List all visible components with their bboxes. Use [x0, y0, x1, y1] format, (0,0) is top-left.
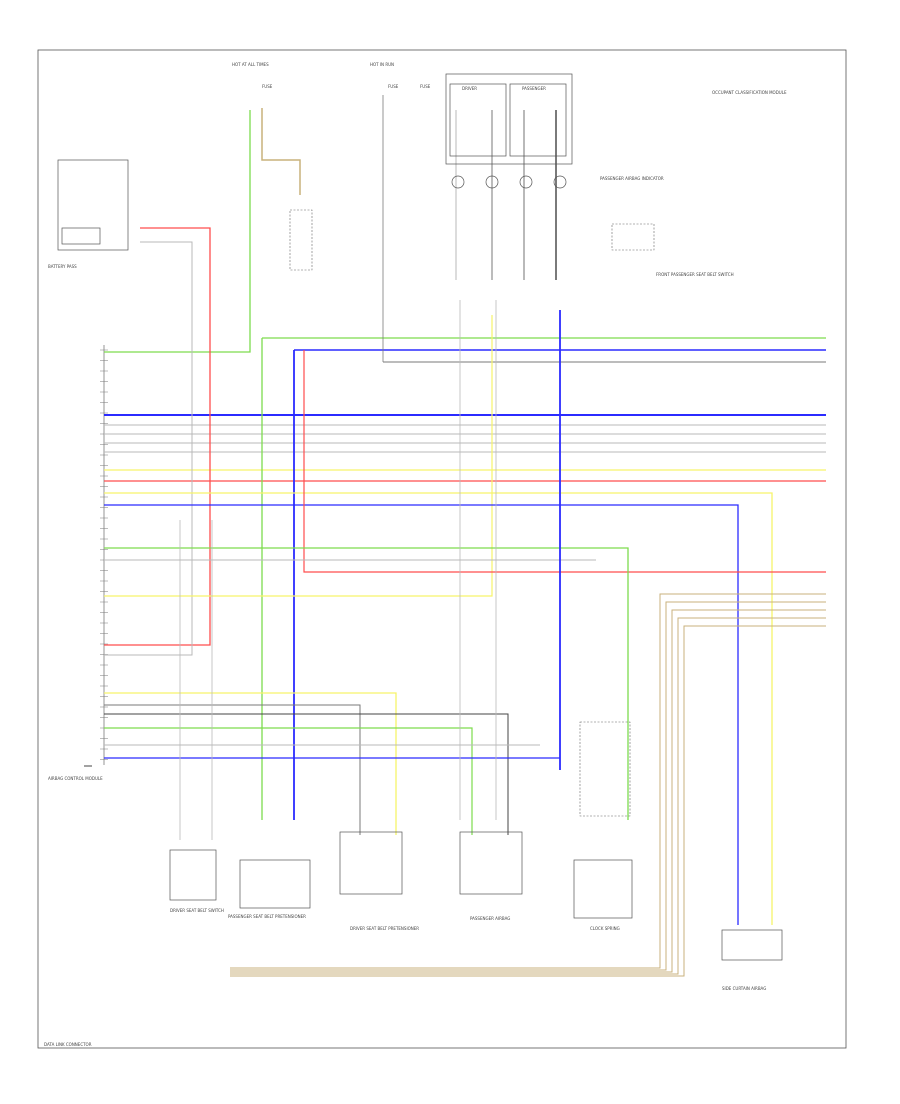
passenger-block: [509, 83, 567, 157]
label-hot-at-all-times: HOT AT ALL TIMES: [232, 62, 269, 67]
side-curtain-sensor: [721, 929, 783, 961]
label-pass-pretensioner: PASSENGER AIRBAG: [470, 916, 510, 921]
wire-red-relay: [104, 227, 211, 646]
label-driver: DRIVER: [462, 86, 477, 91]
labels-group: HOT AT ALL TIMES HOT IN RUN FUSE FUSE FUSE OC…: [44, 62, 787, 1047]
label-side-curtain: SIDE CURTAIN AIRBAG: [722, 986, 766, 991]
label-pass-seat-belt: PASSENGER SEAT BELT PRETENSIONER: [228, 914, 306, 919]
wire-yellow-2: [104, 315, 493, 597]
wire-green-low: [104, 727, 473, 835]
wire-grey-relay: [104, 241, 193, 656]
label-passenger-airbag-indicator: PASSENGER AIRBAG INDICATOR: [600, 176, 664, 181]
wire-tan-bundle: [230, 593, 826, 969]
sensor-connector: [519, 175, 533, 189]
label-battery-pass: BATTERY PASS: [48, 264, 77, 269]
indicator-lamp: [611, 223, 655, 251]
wire-tan-bundle: [230, 617, 826, 975]
sensor-connector: [485, 175, 499, 189]
wire-tan-bundle: [230, 601, 826, 971]
label-fuse-b: FUSE: [388, 84, 399, 89]
wire-darkgrey-low: [104, 704, 361, 835]
pass-pretensioner: [459, 831, 523, 895]
sensor-connector: [451, 175, 465, 189]
wire-green-mid: [104, 547, 629, 820]
driver-block: [449, 83, 507, 157]
wire-black-low: [104, 713, 509, 835]
wire-tan-fuse: [261, 108, 301, 195]
label-fuse-c: FUSE: [420, 84, 431, 89]
driver-pretensioner: [339, 831, 403, 895]
diagram-frame: [37, 49, 847, 1049]
wire-tan-bundle: [230, 625, 826, 977]
wire-red-long: [303, 350, 826, 573]
front-pass-belt-switch: [239, 859, 311, 909]
label-passenger: PASSENGER: [522, 86, 546, 91]
driver-seat-belt-switch: [169, 849, 217, 901]
clock-spring: [573, 859, 633, 919]
side-impact-sensor: [579, 721, 631, 817]
wire-yellow-mid: [104, 492, 773, 925]
label-driver-seat-belt-switch: DRIVER SEAT BELT SWITCH: [170, 908, 224, 913]
label-fuse-a: FUSE: [262, 84, 273, 89]
sensor-connector: [553, 175, 567, 189]
relay-inner-box: [61, 227, 101, 245]
label-clock-spring: CLOCK SPRING: [590, 926, 620, 931]
label-front-pass-ground: FRONT PASSENGER SEAT BELT SWITCH: [656, 272, 734, 277]
wire-yellow-low: [104, 692, 397, 835]
label-driver-pretensioner: DRIVER SEAT BELT PRETENSIONER: [350, 926, 419, 931]
label-data-link: DATA LINK CONNECTOR: [44, 1042, 92, 1047]
label-occupant-classification: OCCUPANT CLASSIFICATION MODULE: [712, 90, 787, 95]
wires-group: [100, 95, 826, 977]
wire-tan-bundle: [230, 609, 826, 973]
occupant-classification: [289, 209, 313, 271]
label-airbag-control-module: AIRBAG CONTROL MODULE: [48, 776, 103, 781]
driver-pass-header: [445, 73, 573, 165]
wire-green-fuse: [104, 110, 251, 353]
wire-blue-mid: [104, 504, 739, 925]
battery-pass-relay: [57, 159, 129, 251]
label-hot-in-run: HOT IN RUN: [370, 62, 394, 67]
components-group: [57, 73, 783, 961]
